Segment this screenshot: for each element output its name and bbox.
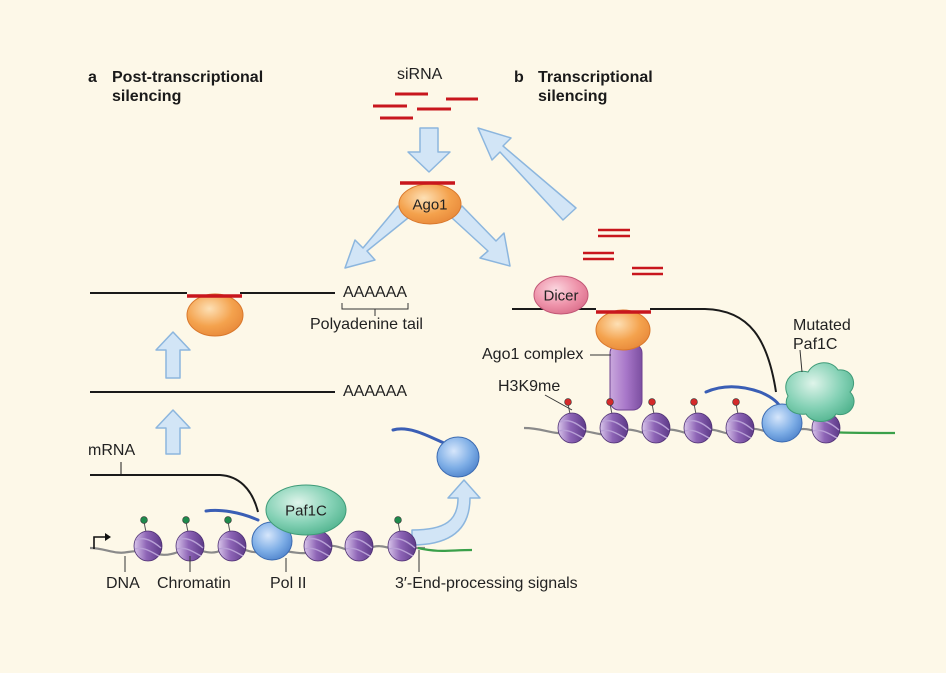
sirna-label: siRNA [397, 66, 443, 83]
ago1-label: Ago1 [412, 196, 448, 214]
histone-mark [690, 398, 698, 406]
arrow-polii-release [411, 479, 481, 546]
mrna-label: mRNA [88, 442, 136, 459]
arrow-sirna-to-ago1 [407, 127, 451, 173]
histone-mark [564, 398, 572, 406]
panel-a-letter: a [88, 69, 97, 86]
sirna-cluster [373, 92, 478, 120]
panel-b-heading: b Transcriptional silencing [514, 68, 764, 108]
ago1-complex-label: Ago1 complex [482, 346, 584, 363]
panel-b-letter: b [514, 69, 524, 86]
label-pointers-a [124, 550, 420, 572]
end-processing-label: 3′-End-processing signals [395, 575, 578, 592]
nucleosome-h3k9me [725, 398, 755, 444]
histone-mark [732, 398, 740, 406]
dna-label: DNA [106, 575, 140, 592]
histone-mark [648, 398, 656, 406]
histone-mark [606, 398, 614, 406]
nucleosome-h3k9me [641, 398, 671, 444]
released-pol-ii [391, 427, 480, 478]
ago1-complex-b [590, 309, 651, 411]
histone-mark [140, 516, 148, 524]
polya-top-label: AAAAAA [343, 284, 408, 301]
ago1-on-mrna [186, 293, 244, 337]
flow-arrows [155, 127, 577, 546]
pol-ii-complex-b [704, 349, 855, 443]
nucleosomes-b [557, 398, 841, 444]
nucleosome [217, 516, 247, 562]
dicer [533, 275, 589, 315]
arrow-mrna-up-1 [155, 409, 191, 455]
sirna-products-b [583, 228, 663, 276]
ago1-central [398, 181, 462, 225]
nucleosomes-a [133, 516, 417, 562]
polya-mid-label: AAAAAA [343, 383, 408, 400]
panel-a-mrna [90, 292, 335, 513]
h3k9me-label: H3K9me [498, 378, 561, 395]
h3k9me-pointer [544, 394, 573, 411]
panel-a-heading: a Post-transcriptional silencing [88, 68, 338, 108]
arrow-dicer-to-sirna [477, 127, 577, 221]
polyadenine-tail-label: Polyadenine tail [310, 316, 423, 333]
histone-mark [224, 516, 232, 524]
panel-b-title: Transcriptional silencing [538, 69, 653, 105]
nucleosome-h3k9me [599, 398, 629, 444]
arrow-mrna-up-2 [155, 331, 191, 379]
histone-mark [394, 516, 402, 524]
pol-ii-complex-a [204, 484, 347, 561]
nucleosome [133, 516, 163, 562]
nucleosome [303, 530, 333, 562]
chromatin-label: Chromatin [157, 575, 231, 592]
mutated-paf1c-label: Mutated Paf1C [793, 317, 851, 353]
promoter-arrow [93, 536, 108, 549]
dicer-label: Dicer [543, 287, 579, 305]
arrow-ago1-to-b [451, 205, 511, 267]
nucleosome-h3k9me [557, 398, 587, 444]
mutated-paf1c-blob [785, 362, 855, 422]
nucleosome-h3k9me [683, 398, 713, 444]
nucleosome [175, 516, 205, 562]
nucleosome [387, 516, 417, 562]
panel-a-title: Post-transcriptional silencing [112, 69, 264, 105]
polyadenine-bracket [341, 303, 409, 316]
nucleosome [344, 530, 374, 562]
arrow-ago1-to-a [344, 205, 409, 269]
paf1c-label: Paf1C [285, 502, 327, 520]
histone-mark [182, 516, 190, 524]
pol-ii-label: Pol II [270, 575, 307, 592]
